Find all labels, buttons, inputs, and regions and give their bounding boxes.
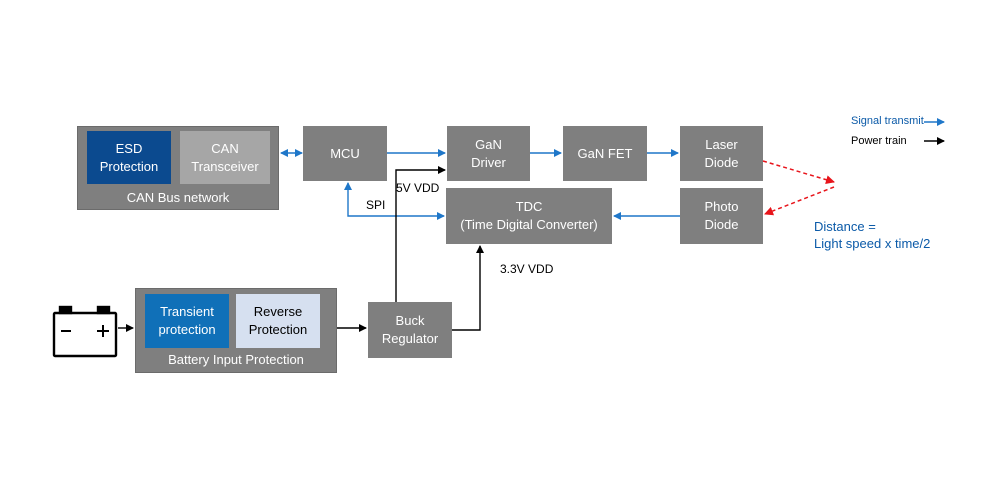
battery-input-protection-group: Transient protection Reverse Protection … bbox=[135, 288, 337, 373]
can-bus-network-group: ESD Protection CAN Transceiver CAN Bus n… bbox=[77, 126, 279, 210]
buck-5v-to-gan-driver bbox=[395, 166, 446, 302]
battery-icon bbox=[52, 305, 118, 358]
gan-fet-block: GaN FET bbox=[563, 126, 647, 181]
mcu-block: MCU bbox=[303, 126, 387, 181]
transient-protection-block: Transient protection bbox=[145, 294, 229, 348]
esd-protection-block: ESD Protection bbox=[87, 131, 171, 184]
reverse-protection-block: Reverse Protection bbox=[236, 294, 320, 348]
laser-path bbox=[762, 160, 835, 216]
can-bus-network-label: CAN Bus network bbox=[126, 190, 230, 205]
label-3v3-vdd: 3.3V VDD bbox=[500, 262, 554, 276]
legend-power-train: Power train bbox=[851, 135, 907, 147]
battery-input-protection-label: Battery Input Protection bbox=[168, 352, 304, 367]
photo-diode-block: Photo Diode bbox=[680, 188, 763, 244]
mcu-spi-tdc-link bbox=[344, 182, 445, 220]
distance-note-line2: Light speed x time/2 bbox=[814, 236, 931, 251]
laser-out-beam bbox=[762, 160, 835, 185]
laser-diode-block: Laser Diode bbox=[680, 126, 763, 181]
buck-3v3-to-tdc bbox=[452, 245, 484, 331]
laser-return-beam bbox=[764, 186, 835, 216]
can-transceiver-block: CAN Transceiver bbox=[180, 131, 270, 184]
signal-lines bbox=[280, 149, 680, 220]
buck-regulator-block: Buck Regulator bbox=[368, 302, 452, 358]
gan-driver-block: GaN Driver bbox=[447, 126, 530, 181]
legend-signal-transmit: Signal transmit bbox=[851, 115, 924, 127]
power-lines bbox=[118, 166, 484, 332]
distance-note-line1: Distance = bbox=[814, 219, 876, 234]
tdc-block: TDC (Time Digital Converter) bbox=[446, 188, 612, 244]
